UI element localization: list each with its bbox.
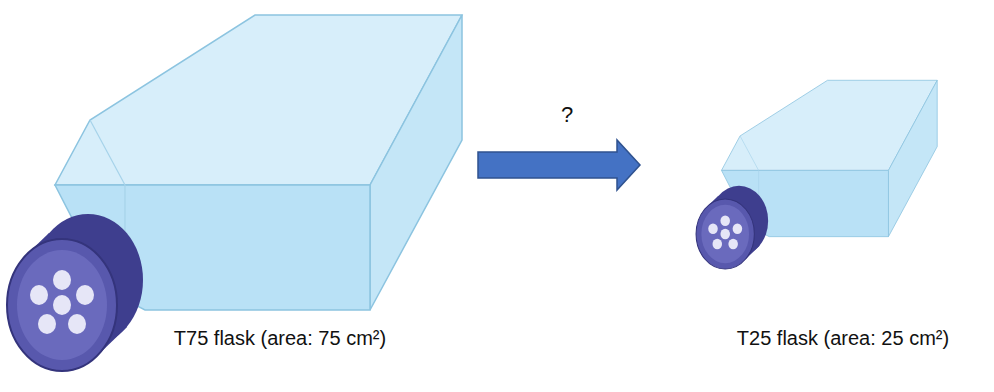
block-arrow: [478, 140, 640, 190]
edge-label: ?: [559, 102, 575, 128]
flask-label: T25 flask (area: 25 cm²): [737, 326, 949, 350]
flask-node: T25 flask (area: 25 cm²): [640, 60, 990, 380]
t75-flask: [7, 15, 462, 371]
flask-node: T75 flask (area: 75 cm²): [5, 5, 470, 385]
flask-label: T75 flask (area: 75 cm²): [174, 326, 386, 350]
t25-flask: [696, 80, 937, 269]
